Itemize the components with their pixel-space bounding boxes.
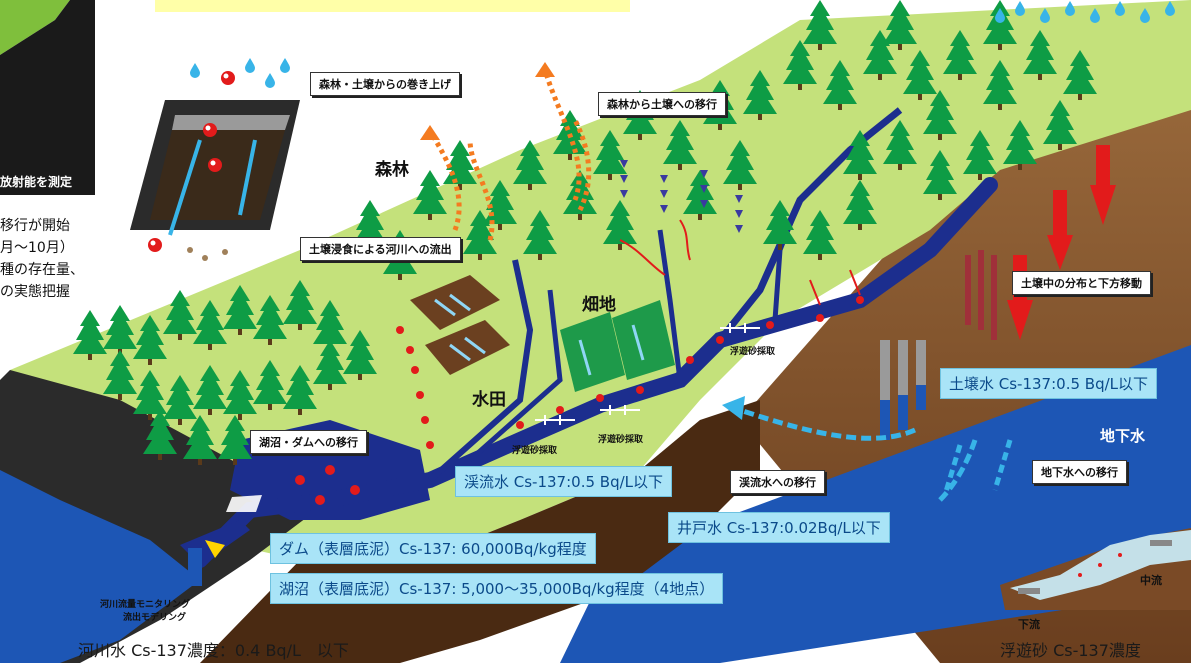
to-groundwater-label: 地下水への移行: [1032, 460, 1127, 484]
crop-fields: [560, 300, 675, 392]
river-monitoring-2: 流出モデリング: [123, 613, 187, 623]
water-flow-arrows: [739, 407, 978, 502]
lake-dam-label: 湖沼・ダムへの移行: [250, 430, 367, 454]
red-thin-arrows: [619, 219, 861, 306]
resuspension-label: 森林・土壌からの巻き上げ: [310, 72, 460, 96]
left-dark-panel: [0, 0, 95, 195]
field-label: 畑地: [582, 295, 616, 315]
soil-sampling-pipes: [880, 250, 997, 440]
left-text-1: 移行が開始: [0, 218, 70, 234]
sediment-samplers: [535, 323, 760, 425]
lysimeter-box: [130, 58, 300, 261]
yellow-arrow: [205, 540, 225, 558]
measure-label: 放射能を測定: [0, 175, 73, 189]
dam-sediment-measurement: ダム（表層底泥）Cs-137: 60,000Bq/kg程度: [270, 533, 596, 564]
stream-transfer-label: 渓流水への移行: [730, 470, 825, 494]
cs-dots: [295, 296, 864, 505]
paddy-fields: [410, 275, 510, 375]
erosion-label: 土壌浸食による河川への流出: [300, 237, 461, 261]
forest-to-soil-label: 森林から土壌への移行: [598, 92, 726, 116]
lake-sediment-measurement: 湖沼（表層底泥）Cs-137: 5,000〜35,000Bq/kg程度（4地点）: [270, 573, 724, 604]
left-water: [0, 470, 200, 663]
left-text-3: 種の存在量、: [0, 262, 84, 278]
sediment-sampling-1: 浮遊砂採取: [730, 347, 776, 357]
soil-distribution-label: 土壌中の分布と下方移動: [1012, 271, 1151, 295]
corner-grass: [0, 0, 70, 55]
left-text-4: の実態把握: [0, 284, 70, 300]
dam-outlet: [188, 548, 202, 586]
forest-label: 森林: [375, 160, 409, 180]
forest-to-soil-markers: [620, 160, 743, 233]
sediment-inset: [1000, 528, 1191, 610]
sediment-sampling-3: 浮遊砂採取: [512, 446, 558, 456]
sediment-sampling-2: 浮遊砂採取: [598, 435, 644, 445]
groundwater-label: 地下水: [1100, 427, 1146, 445]
soil-water-measurement: 土壌水 Cs-137:0.5 Bq/L以下: [940, 368, 1157, 399]
left-text-2: 月〜10月）: [0, 240, 74, 256]
tributary-2: [657, 229, 683, 381]
suspended-sand-measurement: 浮遊砂 Cs-137濃度: [1000, 641, 1141, 660]
midstream-label: 中流: [1140, 574, 1162, 587]
paddy-label: 水田: [472, 390, 506, 410]
tributary-3: [428, 259, 534, 483]
well-water-measurement: 井戸水 Cs-137:0.02Bq/L以下: [668, 512, 890, 543]
downstream-label: 下流: [1018, 618, 1040, 631]
stream-water-measurement: 渓流水 Cs-137:0.5 Bq/L以下: [455, 466, 672, 497]
top-banner: [155, 0, 630, 12]
river-monitoring-1: 河川流量モニタリング: [100, 600, 191, 610]
river-water-measurement: 河川水 Cs-137濃度：0.4 Bq/L 以下: [78, 641, 349, 660]
